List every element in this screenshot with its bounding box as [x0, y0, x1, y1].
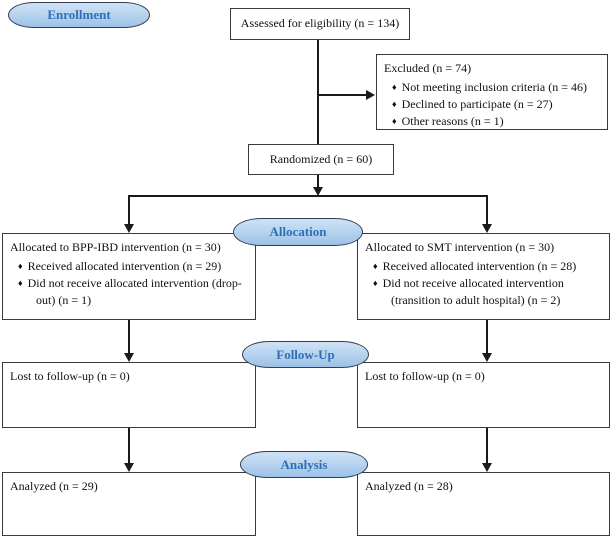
followup-left-text: Lost to follow-up (n = 0)	[10, 369, 130, 383]
followup-right-text: Lost to follow-up (n = 0)	[365, 369, 485, 383]
split-line	[128, 195, 487, 197]
allocation-left-bullet-item: ♦ Did not receive allocated intervention …	[10, 275, 248, 309]
arrowhead-followup-right-icon	[482, 353, 492, 362]
assessed-eligibility-text: Assessed for eligibility (n = 134)	[240, 16, 400, 31]
analysis-stage-ellipse: Analysis	[240, 451, 368, 478]
excluded-bullet-item: ♦ Not meeting inclusion criteria (n = 46)	[384, 79, 600, 96]
excluded-bullet-item: ♦ Other reasons (n = 1)	[384, 113, 600, 130]
excluded-bullet-text: Declined to participate (n = 27)	[401, 97, 553, 112]
excluded-box: Excluded (n = 74) ♦ Not meeting inclusion…	[376, 54, 608, 130]
followup-right-box: Lost to follow-up (n = 0)	[357, 362, 610, 428]
assessed-eligibility-box: Assessed for eligibility (n = 134)	[230, 8, 410, 40]
enrollment-stage-label: Enrollment	[47, 7, 111, 22]
arrowhead-split-icon	[313, 187, 323, 196]
connector-allocation-followup-right	[486, 320, 488, 354]
excluded-bullet-item: ♦ Declined to participate (n = 27)	[384, 96, 600, 113]
connector-randomized-split	[317, 175, 319, 188]
connector-followup-analysis-right	[486, 428, 488, 464]
arrowhead-analysis-right-icon	[482, 463, 492, 472]
randomized-box: Randomized (n = 60)	[248, 144, 394, 175]
connector-split-right	[486, 195, 488, 224]
excluded-bullet-text: Not meeting inclusion criteria (n = 46)	[401, 80, 587, 95]
allocation-left-title: Allocated to BPP-IBD intervention (n = 3…	[10, 240, 221, 254]
allocation-right-box: Allocated to SMT intervention (n = 30) ♦…	[357, 233, 610, 320]
allocation-left-bullet-text: Did not receive allocated intervention (…	[27, 276, 242, 308]
arrowhead-allocation-left-icon	[124, 224, 134, 233]
diamond-bullet-icon: ♦	[373, 278, 378, 289]
allocation-left-bullet-text: Received allocated intervention (n = 29)	[27, 259, 222, 274]
connector-followup-analysis-left	[128, 428, 130, 464]
diamond-bullet-icon: ♦	[392, 99, 397, 110]
analysis-left-text: Analyzed (n = 29)	[10, 479, 98, 493]
arrowhead-excluded-icon	[366, 90, 375, 100]
followup-stage-ellipse: Follow-Up	[242, 341, 369, 368]
connector-allocation-followup-left	[128, 320, 130, 354]
excluded-bullet-list: ♦ Not meeting inclusion criteria (n = 46)…	[384, 79, 600, 130]
allocation-left-box: Allocated to BPP-IBD intervention (n = 3…	[2, 233, 256, 320]
analysis-right-box: Analyzed (n = 28)	[357, 472, 610, 536]
arrowhead-analysis-left-icon	[124, 463, 134, 472]
allocation-stage-ellipse: Allocation	[233, 218, 363, 246]
analysis-stage-label: Analysis	[280, 456, 328, 472]
arrowhead-allocation-right-icon	[482, 224, 492, 233]
allocation-right-bullet-text: Did not receive allocated intervention (…	[382, 276, 564, 308]
connector-assessed-randomized	[317, 40, 319, 144]
followup-stage-label: Follow-Up	[276, 346, 335, 362]
analysis-right-text: Analyzed (n = 28)	[365, 479, 453, 493]
diamond-bullet-icon: ♦	[392, 82, 397, 93]
enrollment-stage-ellipse: Enrollment	[8, 2, 150, 28]
analysis-left-box: Analyzed (n = 29)	[2, 472, 256, 536]
allocation-right-bullet-text: Received allocated intervention (n = 28)	[382, 259, 577, 274]
diamond-bullet-icon: ♦	[373, 261, 378, 272]
diamond-bullet-icon: ♦	[18, 261, 23, 272]
followup-left-box: Lost to follow-up (n = 0)	[2, 362, 256, 428]
allocation-stage-label: Allocation	[269, 224, 327, 239]
allocation-left-bullet-item: ♦ Received allocated intervention (n = 29…	[10, 258, 248, 275]
allocation-right-bullet-item: ♦ Received allocated intervention (n = 28…	[365, 258, 602, 275]
allocation-right-bullet-list: ♦ Received allocated intervention (n = 28…	[365, 258, 602, 309]
connector-excluded-line	[318, 94, 367, 96]
excluded-bullet-text: Other reasons (n = 1)	[401, 114, 504, 129]
excluded-title: Excluded (n = 74)	[384, 61, 472, 75]
arrowhead-followup-left-icon	[124, 353, 134, 362]
randomized-text: Randomized (n = 60)	[269, 151, 373, 166]
diamond-bullet-icon: ♦	[392, 116, 397, 127]
allocation-right-title: Allocated to SMT intervention (n = 30)	[365, 240, 555, 254]
connector-split-left	[128, 195, 130, 224]
diamond-bullet-icon: ♦	[18, 278, 23, 289]
allocation-left-bullet-list: ♦ Received allocated intervention (n = 29…	[10, 258, 248, 309]
allocation-right-bullet-item: ♦ Did not receive allocated intervention …	[365, 275, 602, 309]
